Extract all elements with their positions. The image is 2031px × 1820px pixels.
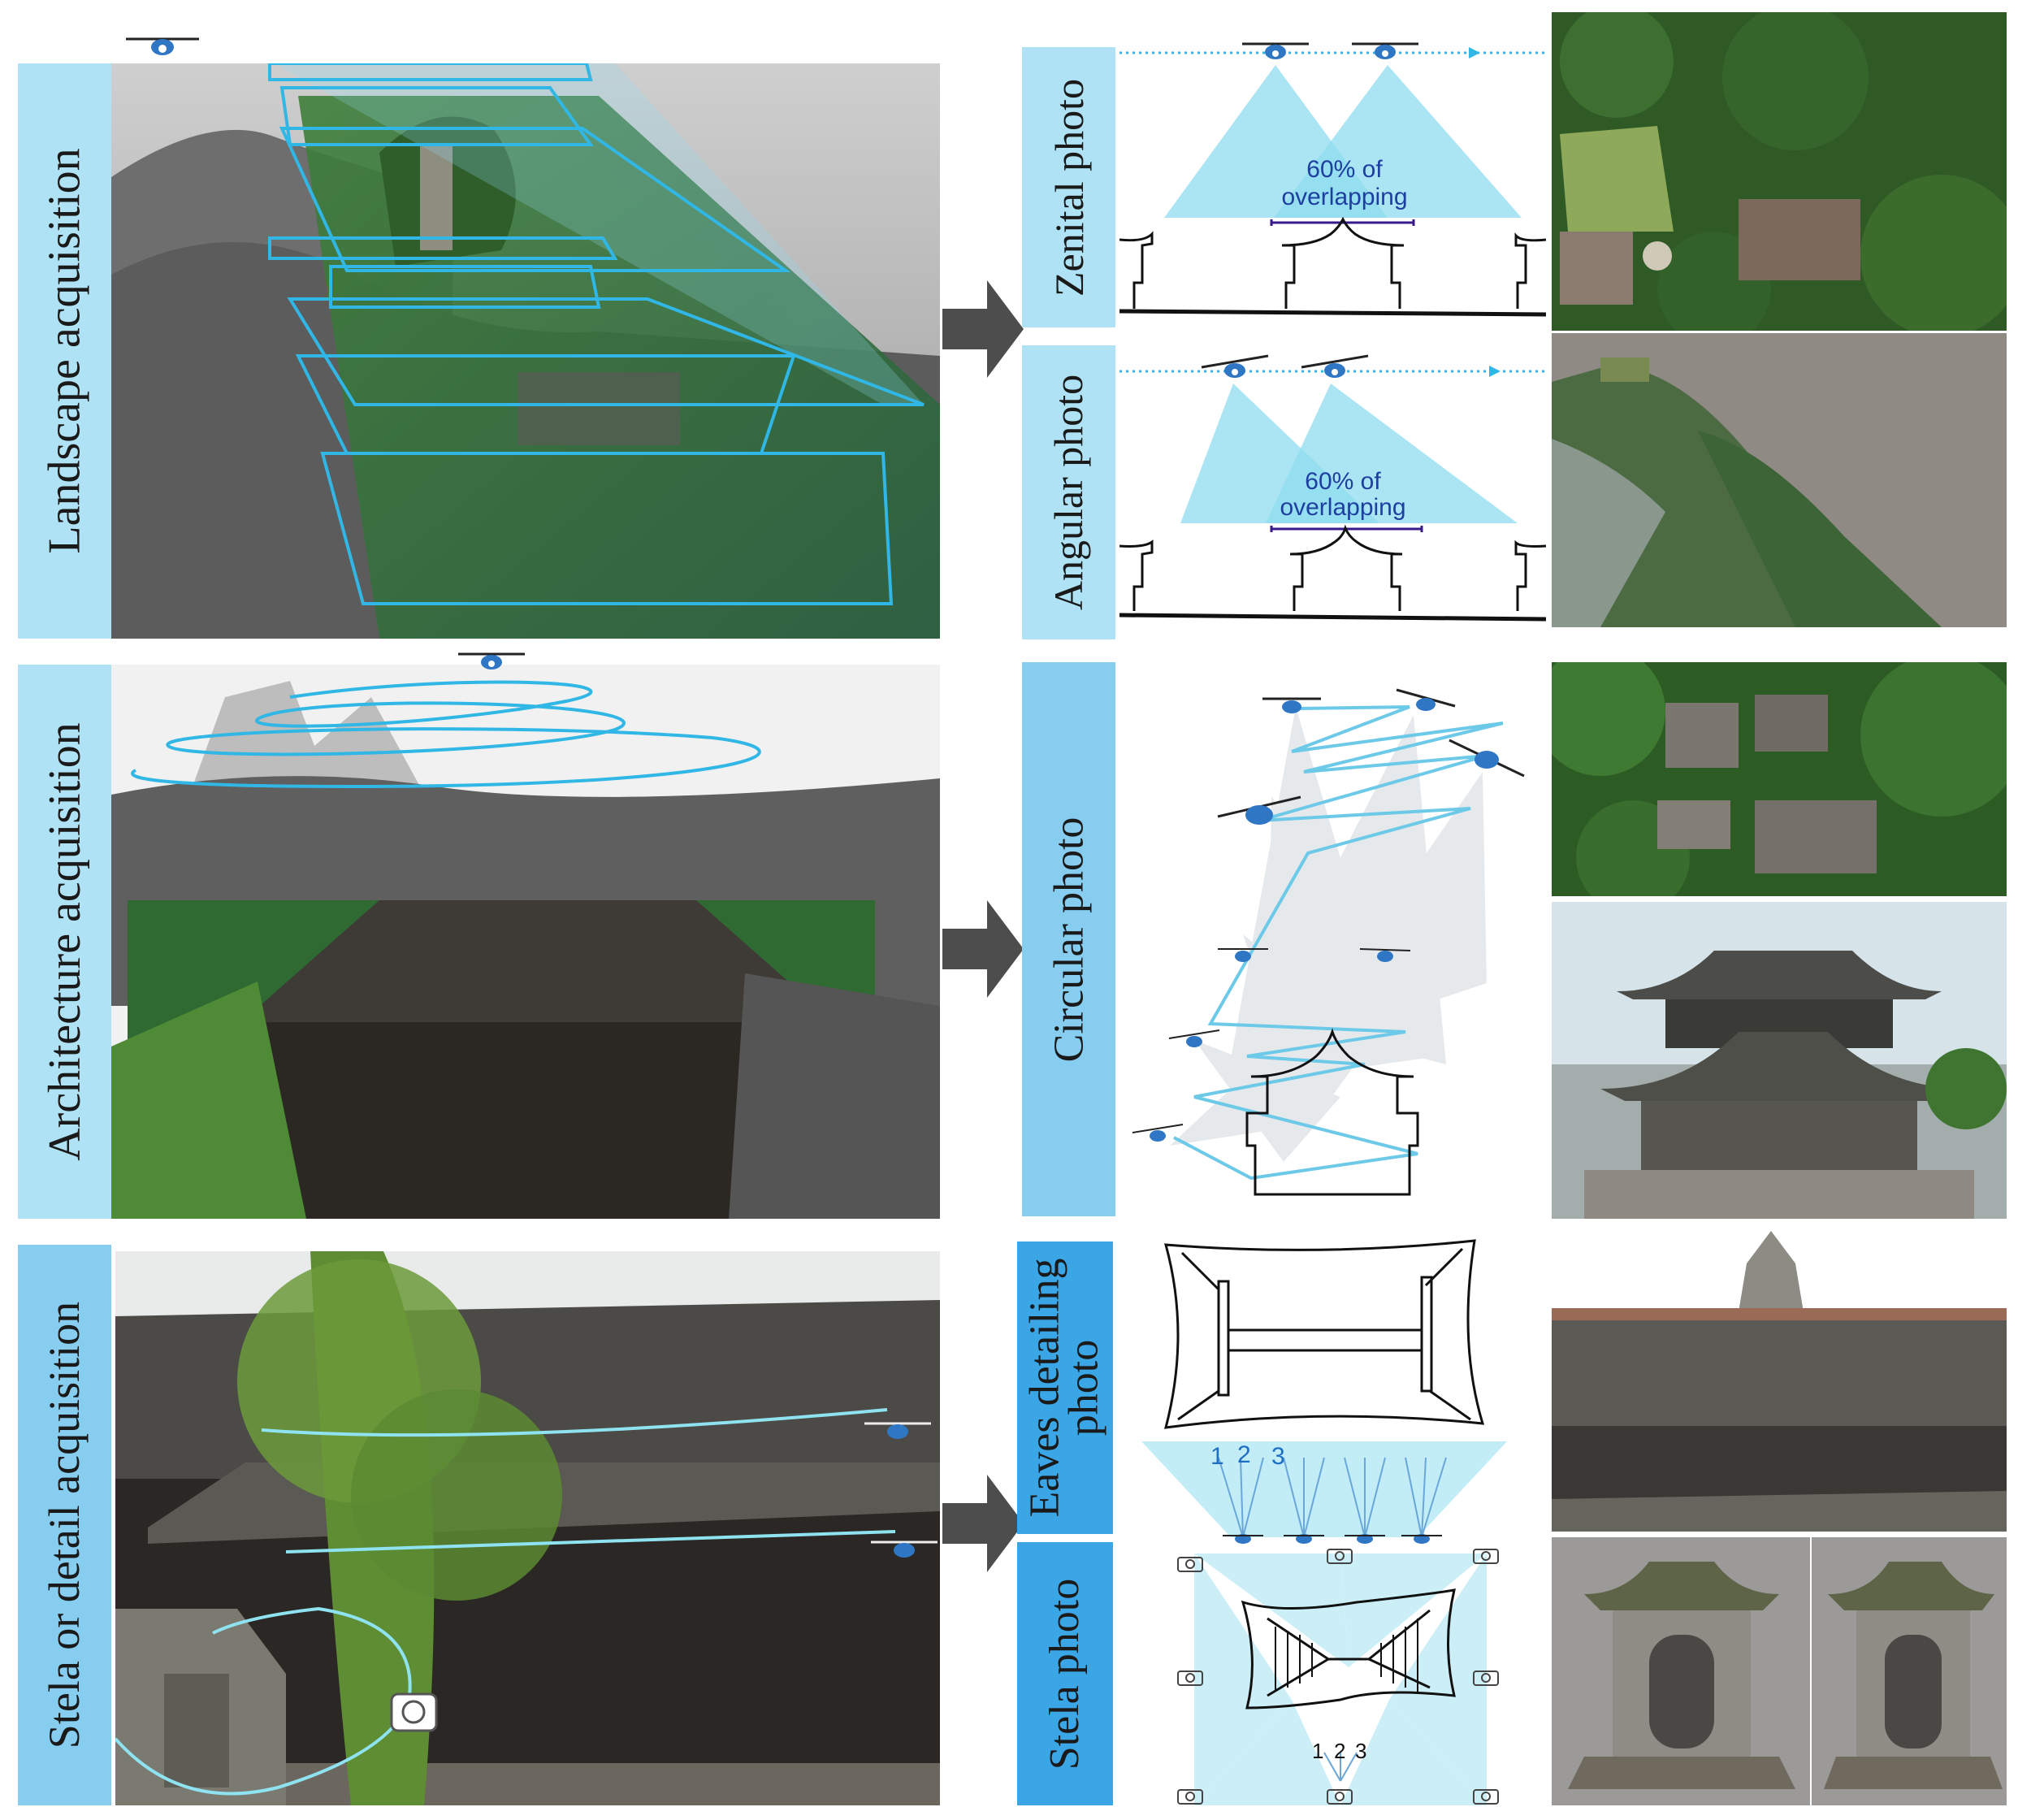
angular-label: Angular photo [1046, 374, 1092, 611]
camera-icon [1327, 1789, 1353, 1805]
drone-icon [1449, 739, 1525, 778]
angular-result-photo [1552, 333, 2007, 627]
eaves-num-1: 1 [1210, 1443, 1224, 1470]
zenital-overlap-line1: 60% of [1306, 156, 1383, 183]
sidebar-angular: Angular photo [1022, 345, 1115, 639]
stela-num-3: 3 [1355, 1739, 1366, 1763]
stela-detail-photo [115, 1251, 940, 1805]
drone-icon [1218, 948, 1268, 962]
sidebar-architecture: Architecture acquisition [18, 665, 111, 1219]
eaves-num-2: 2 [1237, 1441, 1251, 1468]
drone-icon [864, 1422, 931, 1439]
drone-icon [126, 37, 199, 55]
camera-icon [1473, 1670, 1499, 1686]
camera-icon [1177, 1557, 1203, 1572]
drone-icon [1201, 354, 1269, 378]
stela-result-photo-left [1552, 1537, 1810, 1805]
sidebar-stela: Stela photo [1017, 1542, 1113, 1805]
camera-icon [1473, 1549, 1499, 1564]
architecture-photo [111, 665, 940, 1219]
zenital-diagram: 60% of overlapping [1119, 47, 1547, 317]
drone-icon [1217, 795, 1301, 825]
drone-icon [1262, 697, 1321, 713]
angular-overlap-line2: overlapping [1280, 494, 1405, 521]
stela-result-photo-right [1812, 1537, 2007, 1805]
zenital-label: Zenital photo [1046, 78, 1092, 297]
camera-icon [1177, 1789, 1203, 1805]
sidebar-stela-detail: Stela or detail acquisition [18, 1245, 111, 1805]
stela-diagram: 1 2 3 [1194, 1554, 1487, 1805]
arrow-right-icon [942, 900, 1024, 998]
eaves-label-line1: Eaves detailing [1022, 1258, 1069, 1518]
row-label-stela-detail: Stela or detail acquisition [40, 1301, 89, 1749]
stela-num-2: 2 [1334, 1739, 1345, 1763]
angular-overlap-line1: 60% of [1305, 468, 1381, 495]
stela-num-1: 1 [1312, 1739, 1323, 1763]
circular-label: Circular photo [1046, 817, 1093, 1062]
row-label-architecture: Architecture acquisition [39, 722, 90, 1161]
stela-label: Stela photo [1041, 1578, 1089, 1770]
drone-icon [1352, 42, 1418, 59]
drone-icon [1301, 354, 1369, 378]
zenital-result-photo [1552, 12, 2007, 331]
sidebar-eaves: Eaves detailing photo [1017, 1242, 1113, 1534]
drone-icon [1168, 1029, 1220, 1047]
eaves-label: Eaves detailing photo [1022, 1258, 1108, 1518]
drone-icon [1132, 1124, 1184, 1142]
circular-diagram [1170, 705, 1504, 1196]
landscape-photo [111, 63, 940, 639]
drone-icon [871, 1540, 938, 1558]
circular-result-photo-top [1552, 662, 2007, 896]
eaves-num-3: 3 [1271, 1443, 1285, 1470]
eaves-diagram: 1 2 3 [1141, 1239, 1507, 1544]
sidebar-zenital: Zenital photo [1022, 47, 1115, 327]
eaves-label-line2: photo [1061, 1339, 1108, 1436]
drone-icon [1242, 42, 1309, 59]
camera-icon [1473, 1789, 1499, 1805]
sidebar-circular: Circular photo [1022, 662, 1115, 1216]
eaves-result-photo [1552, 1231, 2007, 1532]
arrow-right-icon [942, 280, 1024, 378]
sidebar-landscape: Landscape acquisition [18, 63, 111, 639]
drone-icon [1359, 948, 1411, 962]
camera-icon [1327, 1549, 1353, 1564]
drone-icon [1396, 688, 1456, 711]
camera-icon [1177, 1670, 1203, 1686]
drone-icon [458, 652, 525, 670]
circular-result-photo-bottom [1552, 902, 2007, 1219]
arrow-right-icon [942, 1475, 1024, 1572]
zenital-overlap-line2: overlapping [1281, 184, 1407, 210]
row-label-landscape: Landscape acquisition [39, 148, 90, 554]
angular-diagram: 60% of overlapping [1119, 366, 1547, 622]
